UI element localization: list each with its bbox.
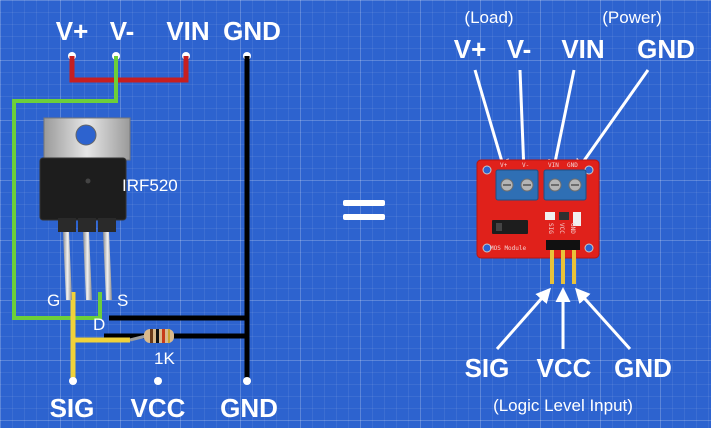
board-text-gnd-pin: GND [569,223,576,234]
pin-label-source: S [117,291,128,310]
label-vin: VIN [166,16,209,46]
yellow-signal-wire [70,292,130,380]
module-label-v-minus: V- [507,34,532,64]
resistor-1k [144,329,174,343]
board-text-v-plus: V+ [500,162,508,169]
mos-module-board: V+ V- VIN GND MOS Module SIG VCC GND [476,159,600,284]
board-text-vcc: VCC [558,223,565,234]
label-gnd-bottom: GND [220,393,278,423]
board-text-vin: VIN [548,162,559,169]
logic-level-input-label: (Logic Level Input) [493,396,633,415]
module-label-gnd: GND [637,34,695,64]
black-ground-wires [104,56,250,383]
module-label-vin: VIN [561,34,604,64]
label-sig: SIG [50,393,95,423]
resistor-lead [129,334,147,342]
green-wire-drain [12,56,118,320]
label-gnd-top: GND [223,16,281,46]
module-label-gnd-bottom: GND [614,353,672,383]
module-label-v-plus: V+ [454,34,487,64]
module-label-vcc: VCC [537,353,592,383]
top-terminals [68,52,251,60]
board-text-name: MOS Module [490,245,527,252]
board-text-sig: SIG [547,223,554,234]
group-label-load: (Load) [464,8,513,27]
resistor-label: 1K [154,349,175,368]
module-label-sig: SIG [465,353,510,383]
equals-sign [343,200,385,220]
pin-label-drain: D [93,315,105,334]
label-vcc: VCC [131,393,186,423]
red-wire-power [69,56,189,83]
bottom-terminals [69,377,251,385]
group-label-power: (Power) [602,8,662,27]
top-arrows [473,69,650,175]
board-text-gnd: GND [567,162,578,169]
irf520-mosfet [39,117,131,300]
bottom-arrows [495,287,632,351]
label-v-minus: V- [110,16,135,46]
pin-label-gate: G [47,291,60,310]
label-v-plus: V+ [56,16,89,46]
board-text-v-minus: V- [522,162,529,169]
mosfet-part-label: IRF520 [122,176,178,195]
